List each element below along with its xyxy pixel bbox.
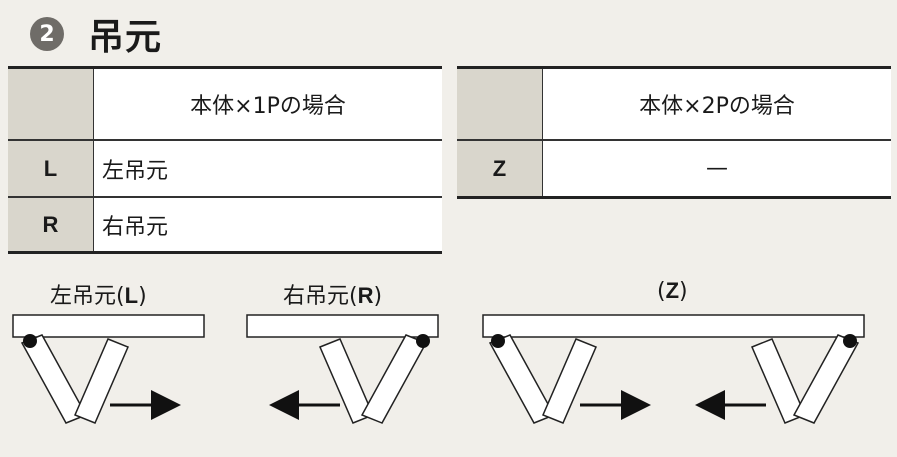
door-panel-z-1: [488, 334, 556, 424]
hinge-z-right: [843, 334, 857, 348]
section-number-badge: 2: [30, 17, 64, 51]
caption-code: Z: [665, 278, 680, 303]
hinge-left: [23, 334, 37, 348]
door-panel-z-4: [792, 334, 860, 424]
door-panel-left-1: [20, 334, 88, 424]
hinge-z-left: [491, 334, 505, 348]
table-row: L 左吊元: [8, 139, 442, 198]
row-code-z: Z: [457, 139, 543, 199]
caption-paren-open: (: [116, 284, 125, 309]
door-panel-z-2: [542, 338, 597, 424]
row-value-r: 右吊元: [93, 196, 442, 254]
diagram-caption-right: 右吊元(R): [283, 278, 382, 310]
caption-paren-open: (: [657, 279, 666, 304]
row-code-l: L: [8, 139, 94, 198]
frame-bar-right: [246, 314, 439, 338]
table-1p: 本体×1Pの場合 L 左吊元 R 右吊元: [8, 66, 442, 254]
caption-paren-close: ): [138, 284, 147, 309]
door-panel-right-2: [360, 334, 428, 424]
caption-paren-close: ): [373, 284, 383, 309]
door-panel-left-2: [74, 338, 129, 424]
row-value-z: —: [542, 139, 891, 199]
caption-code: R: [357, 283, 374, 308]
row-value-l: 左吊元: [93, 139, 442, 198]
table-2p: 本体×2Pの場合 Z —: [457, 66, 891, 199]
frame-bar-left: [12, 314, 205, 338]
caption-paren-open: (: [349, 284, 358, 309]
hinge-right: [416, 334, 430, 348]
table-row: R 右吊元: [8, 196, 442, 254]
diagram-caption-z: (Z): [657, 278, 688, 304]
page-title: 吊元: [88, 17, 163, 58]
header-blank-cell: [457, 66, 543, 141]
diagram-caption-left: 左吊元(L): [50, 278, 147, 310]
caption-code: L: [124, 283, 139, 308]
row-code-r: R: [8, 196, 94, 254]
caption-text: 左吊元: [50, 284, 117, 309]
table-row: Z —: [457, 139, 891, 199]
table-header-row: 本体×1Pの場合: [8, 66, 442, 141]
frame-bar-z: [482, 314, 865, 338]
caption-paren-close: ): [679, 279, 688, 304]
table-2p-header: 本体×2Pの場合: [542, 66, 891, 141]
caption-text: 右吊元: [283, 284, 350, 309]
table-1p-header: 本体×1Pの場合: [93, 66, 442, 141]
section-header: 2 吊元: [30, 10, 162, 58]
table-header-row: 本体×2Pの場合: [457, 66, 891, 141]
header-blank-cell: [8, 66, 94, 141]
hinge-diagrams: [12, 314, 865, 424]
